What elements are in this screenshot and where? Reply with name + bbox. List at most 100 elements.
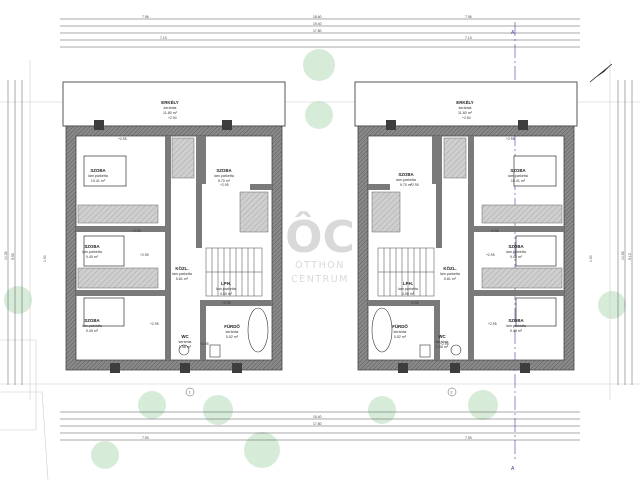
room-floor: kerámia (459, 106, 472, 110)
dim-top-1b: 18.60 (313, 15, 322, 19)
inner-walls-right (368, 136, 564, 360)
room-name: WC (181, 334, 189, 339)
bed (515, 235, 557, 267)
tree (368, 396, 396, 424)
columns-right (386, 120, 530, 373)
balcony-left (62, 81, 286, 127)
room-area: 9.45 m² (86, 255, 99, 259)
level-mark: +2.95 (150, 322, 159, 326)
room-name: KÖZL. (175, 266, 188, 271)
room-name: FÜRDŐ (392, 324, 408, 329)
outer-wall-left (65, 125, 283, 371)
room-name: SZOBA (216, 168, 232, 173)
room-floor: lam.parketta (506, 324, 526, 328)
room-floor: kerámia (164, 106, 177, 110)
dim-side-1: 10.33 (4, 251, 8, 260)
level-mark: +2.95 (220, 183, 229, 187)
dim-side-2: 9.93 (11, 253, 15, 260)
room-area: 5.52 m² (226, 335, 239, 339)
room-area: 5.81 m² (444, 277, 457, 281)
level-mark: +2.95 (506, 137, 515, 141)
dim-side-4: 10.93 (621, 251, 625, 260)
room-floor: lam.parketta (214, 174, 234, 178)
room-floor: lam.parketta (172, 272, 192, 276)
dimension-labels-side: 10.33 9.93 1.90 10.93 9.13 1.90 (4, 251, 632, 262)
dimension-lines-bottom (60, 411, 580, 441)
room-name: SZOBA (398, 172, 414, 177)
unit-right (354, 81, 578, 373)
tree (305, 101, 333, 129)
toilet-icon (450, 344, 462, 356)
room-area: 5.52 m² (394, 335, 407, 339)
room-area: 10.41 m² (511, 179, 526, 183)
staircase-right (377, 247, 435, 297)
level-mark: +2.95 (488, 322, 497, 326)
section-mark-top: A (511, 30, 515, 36)
level-mark: +2.94 (168, 116, 177, 120)
dim-bot-3a: 7.90 (142, 436, 149, 440)
room-floor: kerámia (179, 340, 192, 344)
room-floor: lam.parketta (398, 287, 418, 291)
room-name: SZOBA (84, 244, 100, 249)
room-name: KÖZL. (443, 266, 456, 271)
room-area: 5.81 m² (176, 277, 189, 281)
level-mark: +2.95 (410, 183, 419, 187)
toilet-icon (178, 344, 190, 356)
dim-top-1a: 7.96 (142, 15, 149, 19)
room-area: 9.70 m² (218, 179, 231, 183)
room-name: WC (438, 334, 446, 339)
level-mark: +2.94 (462, 116, 471, 120)
room-area: 9.70 m² (400, 183, 413, 187)
dim-side-6: 1.90 (589, 255, 593, 262)
tree (598, 291, 626, 319)
room-floor: lam.parketta (216, 287, 236, 291)
dim-top-1c: 7.96 (465, 15, 472, 19)
unit-left (62, 81, 286, 373)
dim-top-3: 17.80 (313, 29, 322, 33)
washbasin-icon (209, 344, 221, 358)
room-area: 10.41 m² (91, 179, 106, 183)
bed (515, 297, 557, 327)
room-name: FÜRDŐ (224, 324, 240, 329)
room-floor: lam.parketta (508, 174, 528, 178)
beds-left (83, 155, 127, 327)
room-name: SZOBA (84, 318, 100, 323)
tree (303, 49, 335, 81)
bath-fixtures-left (178, 307, 269, 358)
logo-mark: ÔC (285, 210, 355, 263)
level-mark: +2.95 (410, 301, 419, 305)
room-floor: lam.parketta (396, 178, 416, 182)
room-floor: kerámia (394, 330, 407, 334)
beds-right (513, 155, 557, 327)
room-name: ERKÉLY (161, 100, 178, 105)
tree (91, 441, 119, 469)
room-area: 1.56 m² (436, 345, 449, 349)
dim-side-5: 9.13 (628, 253, 632, 260)
washbasin-icon (419, 344, 431, 358)
north-arrow-icon (589, 63, 613, 83)
dim-bot-1: 19.40 (313, 415, 322, 419)
axis-mark-1: 1 (189, 391, 191, 395)
level-mark: +2.95 (440, 342, 449, 346)
bathtub-icon (247, 307, 269, 353)
room-area: 4.50 m² (220, 292, 233, 296)
dimension-labels-bottom: 19.40 17.80 7.90 7.90 (142, 415, 472, 440)
room-area: 9.45 m² (510, 255, 523, 259)
bed (83, 155, 127, 187)
bathtub-icon (371, 307, 393, 353)
level-mark: +2.95 (118, 137, 127, 141)
room-floor: kerámia (226, 330, 239, 334)
